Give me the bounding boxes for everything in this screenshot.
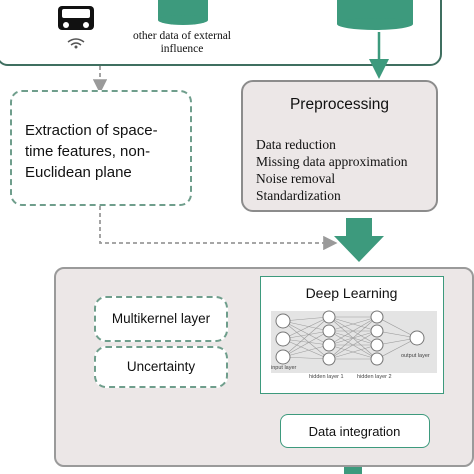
uncertainty-box: Uncertainty — [94, 346, 228, 388]
extraction-text-line3: Euclidean plane — [25, 164, 132, 181]
preprocessing-title: Preprocessing — [289, 96, 390, 113]
top-data-sources-panel — [0, 0, 442, 66]
hidden-layer-1-label: hidden layer 1 — [309, 374, 344, 380]
external-data-label: other data of external — [132, 30, 232, 42]
preprocessing-item: Standardization — [256, 188, 341, 203]
data-integration-box: Data integration — [280, 414, 430, 448]
output-layer-label: output layer — [401, 353, 430, 359]
neural-network-diagram — [271, 310, 437, 373]
external-data-label-line2: influence — [160, 43, 204, 55]
preprocessing-item: Data reduction — [256, 137, 336, 152]
deep-learning-title: Deep Learning — [305, 285, 398, 301]
multikernel-box: Multikernel layer — [94, 296, 228, 342]
flow-arrow — [334, 218, 384, 262]
extraction-box: Extraction of space- time features, non-… — [10, 90, 192, 206]
extraction-text-line2: time features, non- — [25, 143, 151, 160]
preprocessing-item: Noise removal — [256, 171, 336, 186]
hidden-layer-2-label: hidden layer 2 — [357, 374, 392, 380]
multikernel-label: Multikernel layer — [111, 311, 211, 326]
preprocessing-item: Missing data approximation — [256, 154, 408, 169]
input-layer-label: input layer — [271, 365, 297, 371]
uncertainty-label: Uncertainty — [126, 359, 196, 374]
connector-arrow — [99, 206, 338, 251]
data-integration-label: Data integration — [308, 424, 401, 439]
deep-learning-box: Deep Learning input layer hidden layer 1… — [260, 276, 444, 394]
preprocessing-box: Preprocessing Data reduction Missing dat… — [241, 80, 438, 212]
extraction-text-line1: Extraction of space- — [25, 122, 158, 139]
preprocessing-list: Data reduction Missing data approximatio… — [256, 136, 407, 204]
network-neurons — [275, 310, 425, 366]
